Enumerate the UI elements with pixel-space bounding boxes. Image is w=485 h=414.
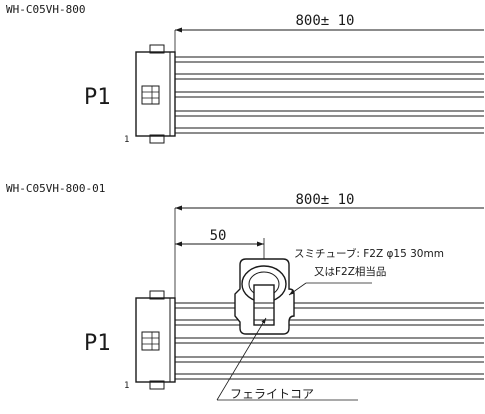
pin-1-label: 1 (124, 381, 129, 391)
drawing-2-title: WH-C05VH-800-01 (6, 182, 105, 195)
tube-note-line-1: スミチューブ: F2Z φ15 30mm (294, 247, 444, 260)
length-dimension-label: 800± 10 (295, 13, 354, 29)
connector-label-p1: P1 (84, 85, 111, 110)
ferrite-core-body (253, 284, 275, 326)
offset-dimension-label: 50 (210, 228, 227, 244)
drawing-2: WH-C05VH-800-01 800± 10 50 (6, 182, 484, 401)
connector-latch-bottom (149, 134, 165, 144)
connector-housing (135, 51, 176, 137)
drawing-2-offset-dimension: 50 (175, 228, 265, 262)
tube-note-leader (288, 282, 307, 296)
drawing-1-wire-bundle (175, 56, 484, 134)
drawing-2-length-dimension: 800± 10 (174, 192, 484, 298)
ferrite-core-leader (216, 317, 267, 401)
connector-latch-top (149, 44, 165, 54)
ferrite-core-note: フェライトコア (216, 317, 358, 401)
ferrite-core-label: フェライトコア (230, 387, 314, 401)
connector-label-p1: P1 (84, 331, 111, 356)
drawing-2-wire-bundle (175, 302, 484, 380)
tube-note-line-2: 又はF2Z相当品 (314, 265, 386, 278)
drawing-2-connector (135, 290, 176, 390)
connector-latch-top (149, 290, 165, 300)
drawing-1: WH-C05VH-800 800± 10 (6, 3, 484, 145)
drawing-1-length-dimension: 800± 10 (174, 13, 484, 60)
drawing-1-connector (135, 44, 176, 144)
tube-note: スミチューブ: F2Z φ15 30mm 又はF2Z相当品 (288, 247, 444, 296)
pin-1-label: 1 (124, 135, 129, 145)
drawing-1-title: WH-C05VH-800 (6, 3, 85, 16)
connector-housing (135, 297, 176, 383)
connector-latch-bottom (149, 380, 165, 390)
ferrite-core-assembly (234, 258, 295, 335)
connector-pin-window (141, 331, 160, 351)
length-dimension-label: 800± 10 (295, 192, 354, 208)
connector-pin-window (141, 85, 160, 105)
